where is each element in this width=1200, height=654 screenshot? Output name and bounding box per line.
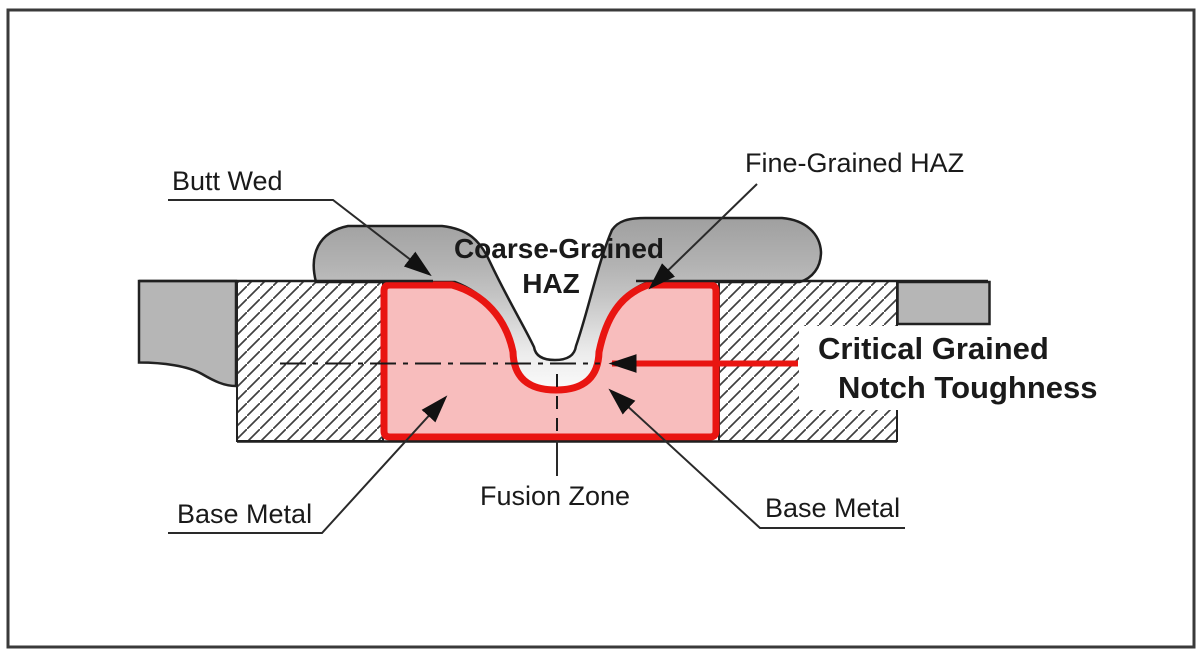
base-metal-left-leader xyxy=(168,395,448,534)
coarse-grained-label-line1: Coarse-Grained xyxy=(454,233,664,264)
critical-label-line1: Critical Grained xyxy=(818,331,1049,366)
fusion-zone-label: Fusion Zone xyxy=(480,481,630,511)
butt-weld-leader xyxy=(168,199,432,277)
base-metal-right-label: Base Metal xyxy=(765,493,900,523)
critical-label-panel xyxy=(799,326,1145,410)
left-plate-hatch xyxy=(236,280,384,442)
coarse-grained-label-line2: HAZ xyxy=(522,268,580,299)
critical-label-line2: Notch Toughness xyxy=(838,370,1097,405)
right-plate-end xyxy=(896,280,991,326)
fine-grained-label: Fine-Grained HAZ xyxy=(745,148,964,178)
fine-grained-leader xyxy=(648,183,758,290)
butt-weld-label: Butt Wed xyxy=(172,166,283,196)
left-plate-end-break xyxy=(137,279,238,388)
base-metal-left-label: Base Metal xyxy=(177,499,312,529)
base-metal-right-leader xyxy=(608,388,905,529)
